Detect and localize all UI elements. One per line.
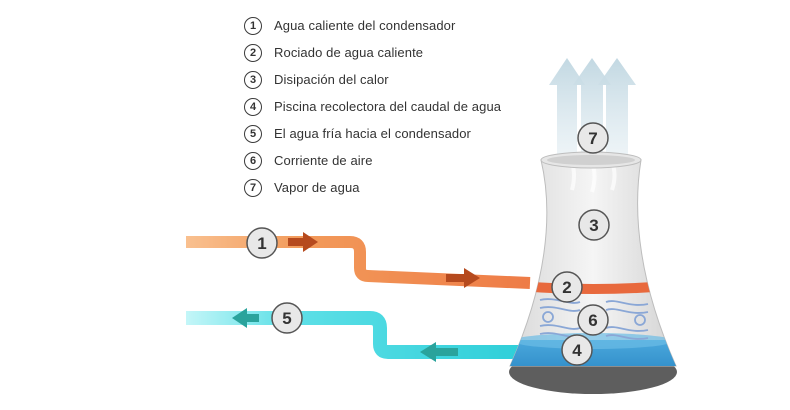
legend-label: Corriente de aire bbox=[274, 153, 373, 168]
legend-number-badge: 6 bbox=[244, 151, 262, 170]
cold-water-arrow-left-icon bbox=[232, 308, 247, 328]
legend-number-badge: 5 bbox=[244, 124, 262, 143]
svg-text:5: 5 bbox=[282, 309, 291, 328]
badge-heat: 3 bbox=[578, 209, 610, 241]
badge-spray: 2 bbox=[551, 271, 583, 303]
legend-label: Disipación del calor bbox=[274, 72, 389, 87]
hot-water-arrow-center-tail bbox=[446, 274, 464, 282]
legend-label: Vapor de agua bbox=[274, 180, 360, 195]
badge-cold-outlet: 5 bbox=[271, 302, 303, 334]
legend-label: Piscina recolectora del caudal de agua bbox=[274, 99, 502, 114]
cold-water-arrow-left-tail bbox=[247, 314, 259, 322]
spray-band bbox=[519, 281, 669, 294]
badge-hot-inlet: 1 bbox=[246, 227, 278, 259]
badge-vapor: 7 bbox=[577, 122, 609, 154]
hot-water-arrow-left-icon bbox=[303, 232, 318, 252]
legend-number-badge: 1 bbox=[244, 16, 262, 35]
cold-water-arrow-center-tail bbox=[436, 348, 458, 356]
hot-water-pipe bbox=[186, 236, 531, 289]
cold-water-arrow-center-icon bbox=[420, 342, 436, 362]
legend-item: 2 Rociado de agua caliente bbox=[244, 39, 501, 66]
cold-water-pipe bbox=[186, 311, 530, 359]
legend-label: Agua caliente del condensador bbox=[274, 18, 456, 33]
legend-item: 5 El agua fría hacia el condensador bbox=[244, 120, 501, 147]
svg-text:6: 6 bbox=[588, 311, 597, 330]
legend-item: 3 Disipación del calor bbox=[244, 66, 501, 93]
legend-item: 6 Corriente de aire bbox=[244, 147, 501, 174]
svg-text:4: 4 bbox=[572, 341, 582, 360]
svg-text:3: 3 bbox=[589, 216, 598, 235]
svg-text:1: 1 bbox=[257, 234, 266, 253]
legend-label: Rociado de agua caliente bbox=[274, 45, 424, 60]
svg-text:2: 2 bbox=[562, 278, 571, 297]
legend-item: 4 Piscina recolectora del caudal de agua bbox=[244, 93, 501, 120]
legend-item: 1 Agua caliente del condensador bbox=[244, 12, 501, 39]
legend-item: 7 Vapor de agua bbox=[244, 174, 501, 201]
legend-number-badge: 7 bbox=[244, 178, 262, 197]
legend-number-badge: 3 bbox=[244, 70, 262, 89]
legend-number-badge: 4 bbox=[244, 97, 262, 116]
svg-text:7: 7 bbox=[588, 129, 597, 148]
hot-water-arrow-left-tail bbox=[288, 238, 303, 246]
badge-airflow: 6 bbox=[577, 304, 609, 336]
hot-water-arrow-center-icon bbox=[464, 268, 480, 288]
legend-label: El agua fría hacia el condensador bbox=[274, 126, 471, 141]
legend: 1 Agua caliente del condensador 2 Rociad… bbox=[244, 12, 501, 201]
legend-number-badge: 2 bbox=[244, 43, 262, 62]
cooling-tower bbox=[509, 151, 677, 394]
badge-basin: 4 bbox=[561, 334, 593, 366]
